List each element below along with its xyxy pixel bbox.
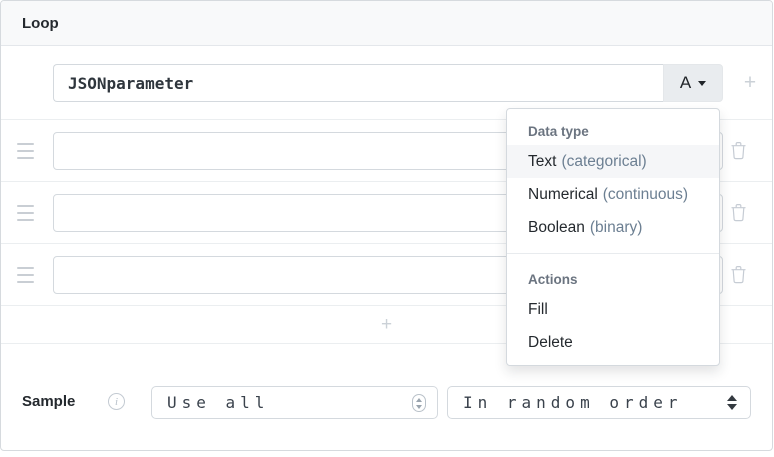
menu-item-label: Text <box>528 153 557 170</box>
menu-item-boolean[interactable]: Boolean(binary) <box>507 211 719 244</box>
parameter-name-input[interactable] <box>53 64 663 102</box>
plus-icon: + <box>380 314 393 335</box>
menu-item-label: Numerical <box>528 186 598 203</box>
data-type-letter: A <box>679 73 692 92</box>
trash-icon <box>730 266 746 284</box>
delete-row-button[interactable] <box>728 203 748 223</box>
menu-item-fill[interactable]: Fill <box>528 301 548 318</box>
menu-item-text[interactable]: Text(categorical) <box>507 145 719 178</box>
drag-handle-icon[interactable] <box>17 267 35 283</box>
menu-item-label: Boolean <box>528 219 585 236</box>
caret-down-icon <box>698 80 707 86</box>
parameter-header-row: A + <box>1 47 772 119</box>
menu-item-delete[interactable]: Delete <box>528 334 573 351</box>
data-type-button[interactable]: A <box>663 64 723 102</box>
trash-icon <box>730 142 746 160</box>
sample-mode-value: Use all <box>167 393 270 412</box>
menu-item-numerical[interactable]: Numerical(continuous) <box>507 178 719 211</box>
dropdown-divider <box>507 253 719 254</box>
dropdown-section-header-datatype: Data type <box>528 124 589 139</box>
add-row-button[interactable]: + <box>1 305 772 344</box>
trash-icon <box>730 204 746 222</box>
sample-mode-select[interactable]: Use all <box>151 386 438 419</box>
order-select[interactable]: In random order <box>447 386 751 419</box>
dropdown-section-header-actions: Actions <box>528 272 578 287</box>
info-icon[interactable]: i <box>108 393 125 410</box>
footer: Sample i Use all In random order <box>1 344 772 451</box>
plus-icon: + <box>743 71 757 94</box>
drag-handle-icon[interactable] <box>17 205 35 221</box>
card-header: Loop <box>1 1 772 46</box>
data-type-dropdown-menu: Data type Text(categorical) Numerical(co… <box>506 108 720 366</box>
select-stepper-icon <box>412 394 426 412</box>
menu-item-detail: (binary) <box>589 219 643 236</box>
add-column-button[interactable]: + <box>737 64 763 102</box>
sample-label: Sample <box>22 393 76 410</box>
menu-item-detail: (continuous) <box>602 186 689 203</box>
select-arrows-icon <box>727 395 737 410</box>
delete-row-button[interactable] <box>728 265 748 285</box>
drag-handle-icon[interactable] <box>17 143 35 159</box>
page-title: Loop <box>22 15 59 32</box>
menu-item-detail: (categorical) <box>561 153 647 170</box>
order-value: In random order <box>463 393 683 412</box>
delete-row-button[interactable] <box>728 141 748 161</box>
